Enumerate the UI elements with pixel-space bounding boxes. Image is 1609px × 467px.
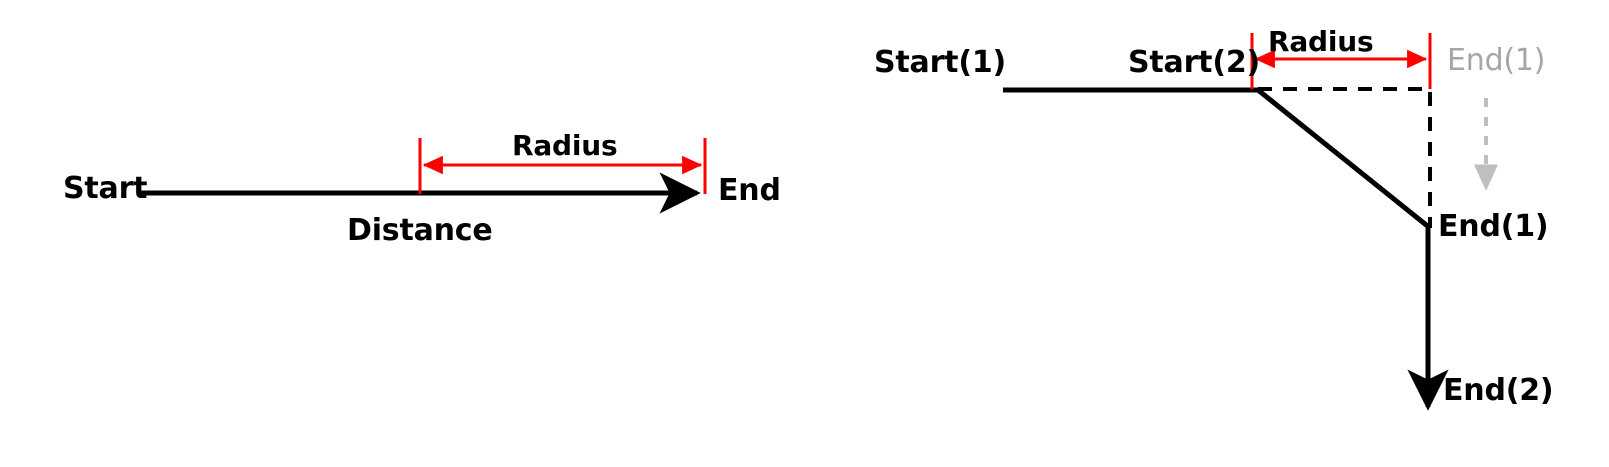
right-segment-1-path — [1003, 87, 1432, 230]
right-panel-graphics — [1003, 33, 1499, 411]
label-end-2: End(2) — [1443, 373, 1554, 408]
label-radius-right: Radius — [1268, 25, 1374, 58]
label-end-1: End(1) — [1438, 209, 1549, 244]
left-panel-graphics — [137, 138, 707, 214]
label-radius-left: Radius — [512, 129, 618, 162]
label-end: End — [718, 173, 781, 208]
label-end-1-ghost: End(1) — [1447, 43, 1546, 78]
right-construction-dashed-path — [1258, 87, 1432, 228]
label-start-1: Start(1) — [874, 45, 1007, 80]
label-distance: Distance — [347, 213, 493, 248]
label-start-2: Start(2) — [1128, 45, 1261, 80]
label-start: Start — [63, 171, 148, 206]
